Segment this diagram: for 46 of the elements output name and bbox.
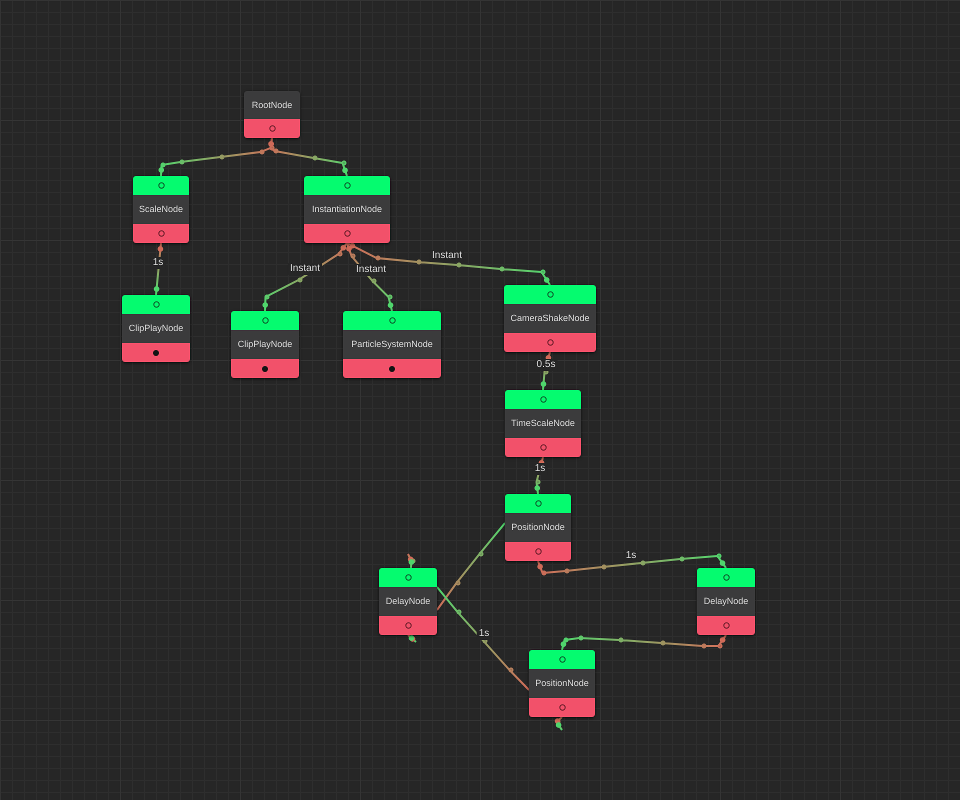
- node-title: InstantiationNode: [312, 204, 382, 215]
- graph-node: [505, 494, 571, 561]
- connector: [154, 242, 164, 296]
- node-title: ClipPlayNode: [238, 339, 292, 350]
- graph-node: [231, 311, 299, 378]
- connector: [407, 554, 416, 568]
- graph-node: [244, 91, 300, 138]
- graph-node: [133, 176, 189, 243]
- graph-node: [379, 568, 437, 635]
- node-title: CameraShakeNode: [510, 313, 590, 324]
- edge-label: 1s: [476, 628, 492, 640]
- node-title: TimeScaleNode: [511, 418, 575, 429]
- graph-node: [304, 176, 390, 243]
- edge-label: 1s: [624, 550, 638, 562]
- connector: [346, 242, 551, 286]
- node-title: RootNode: [252, 100, 292, 110]
- node-title: DelayNode: [386, 596, 430, 607]
- graph-node: [504, 285, 596, 352]
- node-title: PositionNode: [535, 678, 589, 689]
- node-title: PositionNode: [511, 522, 565, 533]
- edge-label: 1s: [150, 257, 166, 269]
- graph-node: [343, 311, 441, 378]
- connector: [554, 716, 563, 731]
- edge-label: Instant: [354, 264, 388, 276]
- node-title: DelayNode: [704, 596, 748, 607]
- node-title: ClipPlayNode: [128, 323, 184, 334]
- connector: [262, 242, 348, 312]
- node-title: ScaleNode: [138, 204, 184, 215]
- connector: [560, 634, 727, 650]
- edge-label: 0.5s: [534, 359, 558, 371]
- edge-label: 1s: [532, 463, 548, 475]
- graph-node: [505, 390, 581, 457]
- graph-node: [697, 568, 755, 635]
- connector: [436, 522, 506, 611]
- node-title: ParticleSystemNode: [351, 339, 433, 350]
- connector: [346, 242, 394, 312]
- graph-node: [529, 650, 595, 717]
- connector: [268, 138, 348, 176]
- edge-label: Instant: [430, 250, 464, 262]
- graph-node: [122, 295, 190, 362]
- connector: [534, 456, 544, 494]
- connector: [537, 554, 727, 576]
- connector: [436, 586, 530, 691]
- connector: [540, 352, 552, 390]
- edge-label: Instant: [288, 263, 322, 275]
- connector: [407, 634, 417, 643]
